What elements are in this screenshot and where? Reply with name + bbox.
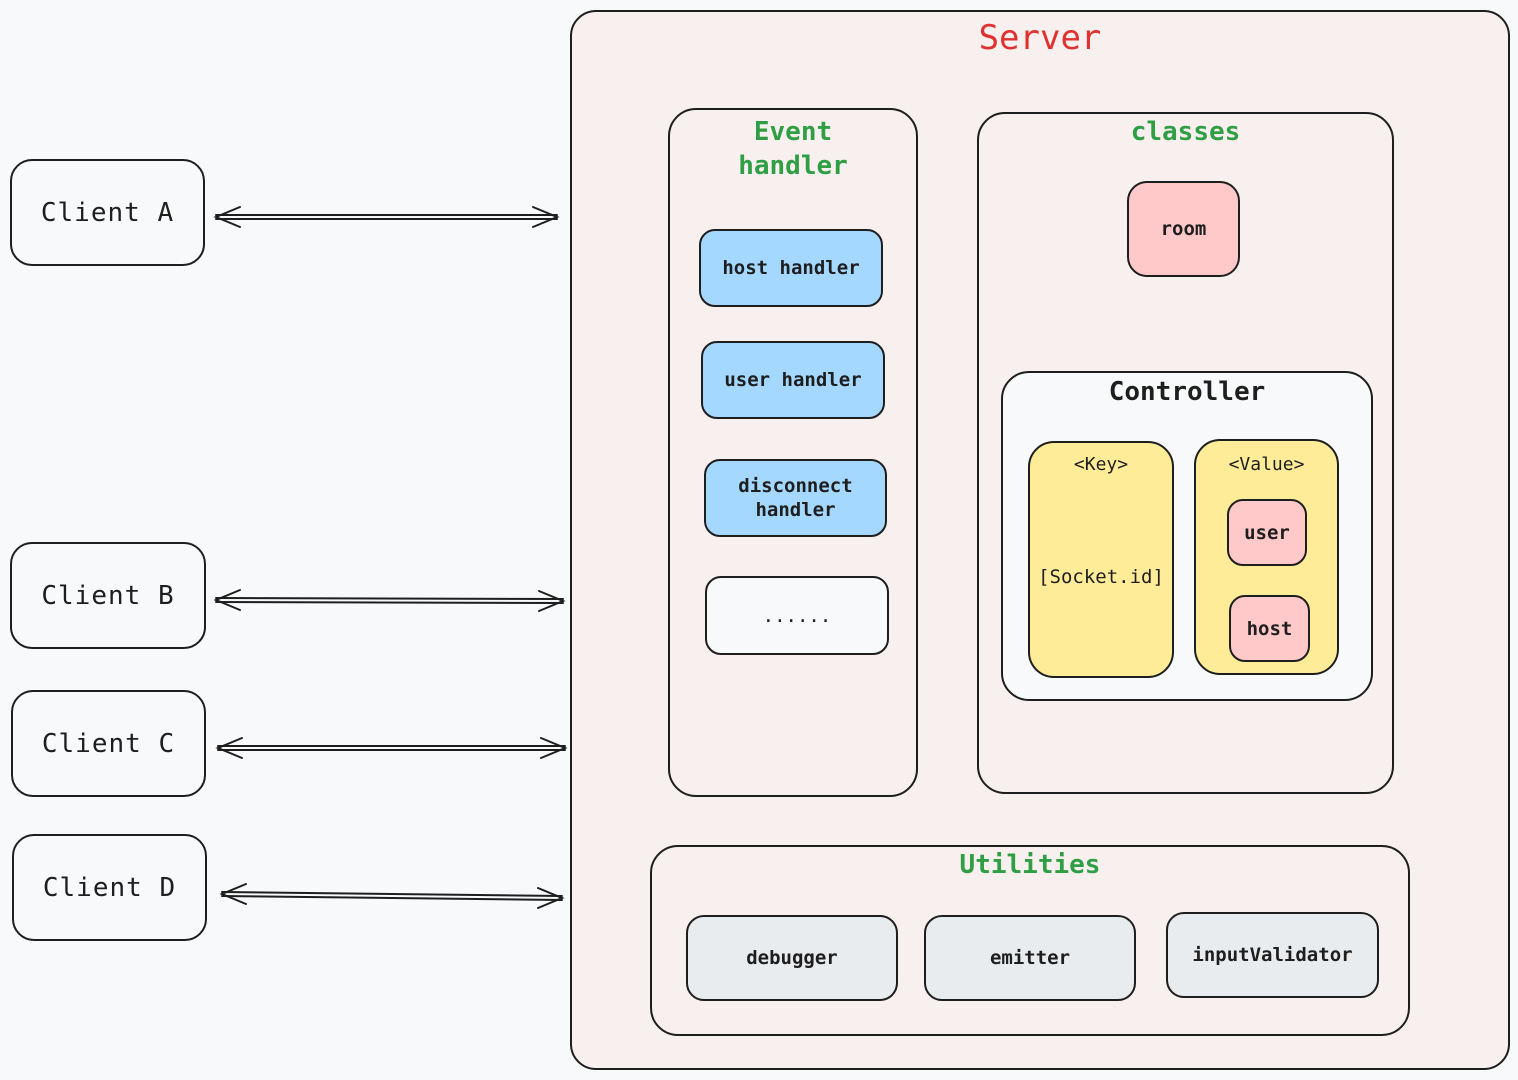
key-value: [Socket.id] bbox=[1038, 566, 1164, 588]
client-d-box: Client D bbox=[12, 834, 207, 941]
user-handler-box: user handler bbox=[701, 341, 885, 419]
user-handler-label: user handler bbox=[724, 369, 862, 391]
client-b-label: Client B bbox=[41, 580, 175, 611]
event-handler-panel bbox=[668, 108, 918, 797]
event-handler-title-line2: handler bbox=[738, 151, 848, 181]
more-handlers-label: ...... bbox=[762, 604, 832, 627]
server-title: Server bbox=[978, 18, 1102, 58]
classes-title: classes bbox=[1130, 117, 1241, 147]
disconnect-handler-label: disconnect handler bbox=[738, 475, 853, 521]
client-d-label: Client D bbox=[42, 872, 177, 903]
host-class-box: host bbox=[1229, 595, 1310, 662]
key-label: <Key> bbox=[1073, 454, 1129, 475]
arrow-client-b bbox=[213, 589, 566, 612]
input-validator-box: inputValidator bbox=[1166, 912, 1379, 998]
host-handler-box: host handler bbox=[699, 229, 883, 307]
host-handler-label: host handler bbox=[722, 257, 860, 279]
arrow-client-c bbox=[215, 737, 568, 759]
room-box: room bbox=[1127, 181, 1240, 277]
debugger-box: debugger bbox=[686, 915, 898, 1001]
event-handler-title: Event handler bbox=[668, 115, 918, 183]
input-validator-label: inputValidator bbox=[1192, 944, 1353, 966]
arrow-client-a bbox=[213, 206, 560, 228]
arrow-client-d bbox=[219, 883, 565, 909]
client-a-label: Client A bbox=[40, 197, 175, 228]
host-class-label: host bbox=[1246, 617, 1293, 640]
emitter-box: emitter bbox=[924, 915, 1136, 1001]
controller-title: Controller bbox=[1108, 377, 1266, 407]
value-label: <Value> bbox=[1228, 454, 1305, 475]
client-b-box: Client B bbox=[10, 542, 206, 649]
client-c-label: Client C bbox=[41, 728, 176, 759]
client-a-box: Client A bbox=[10, 159, 205, 266]
client-c-box: Client C bbox=[11, 690, 206, 797]
more-handlers-box: ...... bbox=[705, 576, 889, 655]
event-handler-title-line1: Event bbox=[753, 117, 833, 147]
key-box bbox=[1028, 441, 1174, 678]
room-label: room bbox=[1160, 218, 1207, 240]
utilities-title: Utilities bbox=[959, 850, 1101, 880]
debugger-label: debugger bbox=[746, 947, 838, 969]
user-class-label: user bbox=[1244, 521, 1290, 544]
disconnect-handler-box: disconnect handler bbox=[704, 459, 887, 537]
emitter-label: emitter bbox=[989, 947, 1071, 969]
user-class-box: user bbox=[1227, 499, 1307, 566]
